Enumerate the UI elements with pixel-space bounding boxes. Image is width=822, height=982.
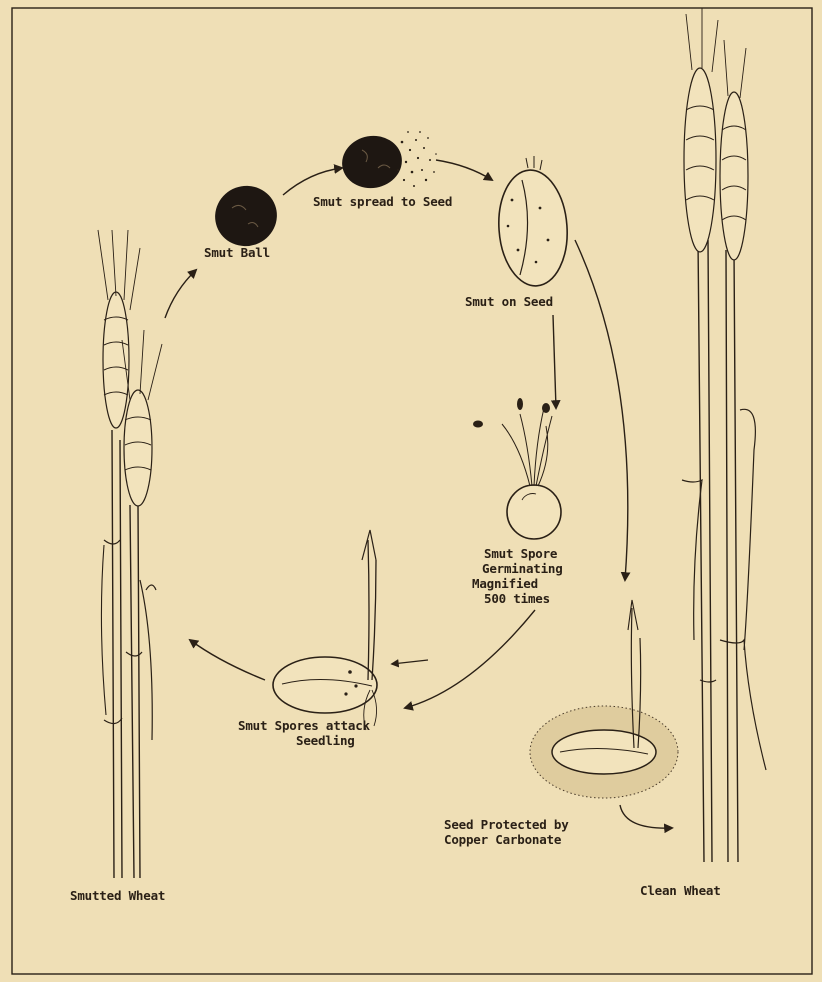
label-line: 500 times [472,591,563,606]
label-line: Seedling [238,733,370,748]
label-line: Germinating [472,561,563,576]
label-spores-attack: Smut Spores attack Seedling [238,718,370,748]
arrow-ball-to-spread [283,168,342,195]
label-smutted-wheat: Smutted Wheat [70,888,165,903]
smutted-wheat-drawing [98,230,162,878]
arrow-seed-to-protected [575,240,628,580]
arrow-spread-to-seed [436,160,492,180]
germinating-spore-drawing [473,398,561,539]
label-spore-germinating: Smut Spore Germinating Magnified 500 tim… [472,546,563,606]
label-line: Magnified [472,576,563,591]
label-line: Copper Carbonate [444,832,569,847]
protected-seed-drawing [530,600,678,798]
label-line: Seed Protected by [444,817,569,832]
label-smut-spread: Smut spread to Seed [313,194,452,209]
label-smut-ball: Smut Ball [204,245,270,260]
smut-spread-drawing [338,131,437,193]
label-seed-protected: Seed Protected by Copper Carbonate [444,817,569,847]
label-line: Smut Spores attack [238,718,370,733]
label-clean-wheat: Clean Wheat [640,883,721,898]
arrow-seedling-to-wheat [190,640,265,680]
smut-ball-drawing [207,177,286,255]
label-smut-on-seed: Smut on Seed [465,294,553,309]
spores-attack-seedling-drawing [273,530,428,730]
label-line: Smut Spore [472,546,563,561]
arrow-wheat-to-ball [165,270,196,318]
arrow-protected-to-clean [620,805,672,828]
smut-on-seed-drawing [495,156,571,288]
arrow-spore-to-seedling [405,610,535,708]
clean-wheat-drawing [682,8,766,862]
arrow-seed-to-spore [553,315,556,408]
